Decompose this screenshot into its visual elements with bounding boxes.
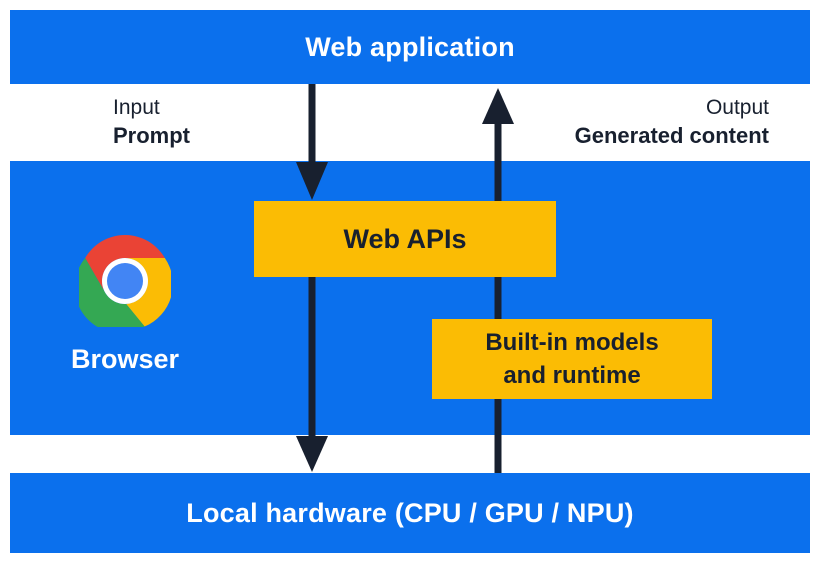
web-application-label: Web application	[305, 31, 515, 62]
web-apis-box: Web APIs	[254, 201, 556, 277]
local-hardware-layer-bar: Local hardware (CPU / GPU / NPU)	[10, 473, 810, 553]
web-apis-label: Web APIs	[343, 223, 467, 254]
builtin-models-label: Built-in models and runtime	[485, 326, 658, 392]
input-sublabel: Prompt	[113, 123, 190, 148]
builtin-models-line1: Built-in models	[485, 329, 659, 356]
builtin-models-box: Built-in models and runtime	[432, 319, 712, 399]
web-application-layer-bar: Web application	[10, 10, 810, 84]
output-flow-note: Output Generated content	[575, 96, 769, 148]
builtin-models-line2: and runtime	[503, 362, 641, 389]
input-label: Input	[113, 96, 160, 119]
chrome-logo-icon	[79, 235, 171, 327]
output-sublabel: Generated content	[574, 123, 769, 148]
local-hardware-label: Local hardware (CPU / GPU / NPU)	[186, 497, 634, 528]
output-label: Output	[705, 96, 769, 119]
browser-label: Browser	[70, 344, 180, 374]
input-flow-note: Input Prompt	[113, 96, 190, 148]
